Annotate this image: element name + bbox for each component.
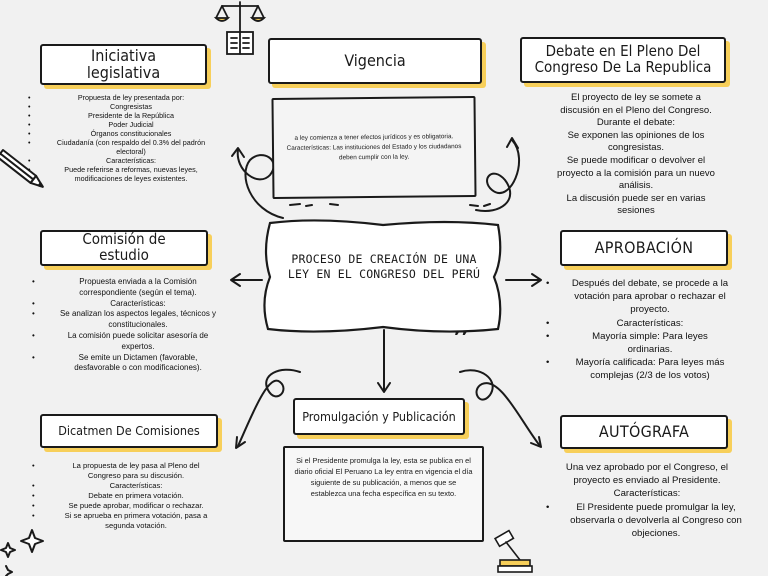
debate-line: La discusión puede ser en varias sesione… [552, 193, 720, 218]
iniciativa-list: Propuesta de ley presentada por: Congres… [52, 93, 210, 183]
iniciativa-body: Propuesta de ley presentada por: Congres… [52, 93, 210, 183]
scales-book-icon [210, 0, 270, 60]
iniciativa-title-card: Iniciativa legislativa [40, 44, 207, 85]
comision-list: Propuesta enviada a la Comisión correspo… [56, 277, 220, 374]
vigencia-box: a ley comienza a tener efectos jurídicos… [271, 96, 476, 199]
aprobacion-title: APROBACIÓN [595, 240, 694, 257]
aprobacion-list: Después del debate, se procede a la vota… [570, 277, 730, 383]
gavel-book-icon [492, 526, 542, 576]
list-item: Mayoría simple: Para leyes ordinarias. [570, 330, 730, 356]
debate-title-card: Debate en El Pleno Del Congreso De La Re… [520, 37, 726, 83]
list-item: Características: [56, 481, 216, 491]
list-item: Características: [56, 299, 220, 310]
list-item: Propuesta enviada a la Comisión correspo… [56, 277, 220, 299]
list-item: Propuesta de ley presentada por: [52, 93, 210, 102]
autografa-line: Características: [552, 487, 742, 500]
aprobacion-body: Después del debate, se procede a la vota… [570, 277, 730, 383]
dictamen-title: Dicatmen De Comisiones [58, 424, 200, 437]
debate-title: Debate en El Pleno Del Congreso De La Re… [523, 44, 723, 76]
comision-title: Comisión de estudio [69, 232, 179, 264]
debate-line: El proyecto de ley se somete a discusión… [552, 92, 720, 117]
list-item: Ciudadanía (con respaldo del 0.3% del pa… [52, 138, 210, 156]
list-item: Congresistas [52, 102, 210, 111]
autografa-title-card: AUTÓGRAFA [560, 415, 728, 449]
list-item: Características: [52, 156, 210, 165]
vigencia-title: Vigencia [344, 53, 405, 70]
debate-line: Se exponen las opiniones de los congresi… [552, 130, 720, 155]
dictamen-body: La propuesta de ley pasa al Pleno del Co… [56, 461, 216, 531]
center-title: PROCESO DE CREACIÓN DE UNA LEY EN EL CON… [282, 252, 486, 282]
promulgacion-text: Si el Presidente promulga la ley, esta s… [293, 455, 474, 499]
dictamen-list: La propuesta de ley pasa al Pleno del Co… [56, 461, 216, 531]
vigencia-text: a ley comienza a tener efectos jurídicos… [282, 132, 466, 164]
autografa-line: Una vez aprobado por el Congreso, el pro… [552, 461, 742, 487]
list-item: Después del debate, se procede a la vota… [570, 277, 730, 317]
list-item: Presidente de la República [52, 111, 210, 120]
promulgacion-title: Promulgación y Publicación [302, 410, 456, 423]
autografa-body: Una vez aprobado por el Congreso, el pro… [552, 461, 742, 540]
list-item: Órganos constitucionales [52, 129, 210, 138]
promulgacion-box: Si el Presidente promulga la ley, esta s… [283, 446, 484, 542]
list-item: Puede referirse a reformas, nuevas leyes… [52, 165, 210, 183]
promulgacion-title-card: Promulgación y Publicación [293, 398, 465, 435]
comision-title-card: Comisión de estudio [40, 230, 208, 266]
comision-body: Propuesta enviada a la Comisión correspo… [56, 277, 220, 374]
dictamen-title-card: Dicatmen De Comisiones [40, 414, 218, 448]
autografa-list: El Presidente puede promulgar la ley, ob… [552, 501, 742, 541]
list-item: Poder Judicial [52, 120, 210, 129]
list-item: Se analizan los aspectos legales, técnic… [56, 309, 220, 331]
list-item: Se puede aprobar, modificar o rechazar. [56, 501, 216, 511]
list-item: Se emite un Dictamen (favorable, desfavo… [56, 353, 220, 375]
iniciativa-title: Iniciativa legislativa [69, 48, 179, 82]
list-item: La propuesta de ley pasa al Pleno del Co… [56, 461, 216, 481]
vigencia-title-card: Vigencia [268, 38, 482, 84]
autografa-title: AUTÓGRAFA [599, 424, 689, 441]
list-item: Debate en primera votación. [56, 491, 216, 501]
list-item: La comisión puede solicitar asesoría de … [56, 331, 220, 353]
list-item: El Presidente puede promulgar la ley, ob… [570, 501, 742, 541]
list-item: Características: [570, 317, 730, 330]
list-item: Si se aprueba en primera votación, pasa … [56, 511, 216, 531]
aprobacion-title-card: APROBACIÓN [560, 230, 728, 266]
debate-body: El proyecto de ley se somete a discusión… [552, 92, 720, 218]
debate-line: Se puede modificar o devolver el proyect… [552, 155, 720, 193]
list-item: Mayoría calificada: Para leyes más compl… [570, 356, 730, 382]
debate-line: Durante el debate: [552, 117, 720, 130]
